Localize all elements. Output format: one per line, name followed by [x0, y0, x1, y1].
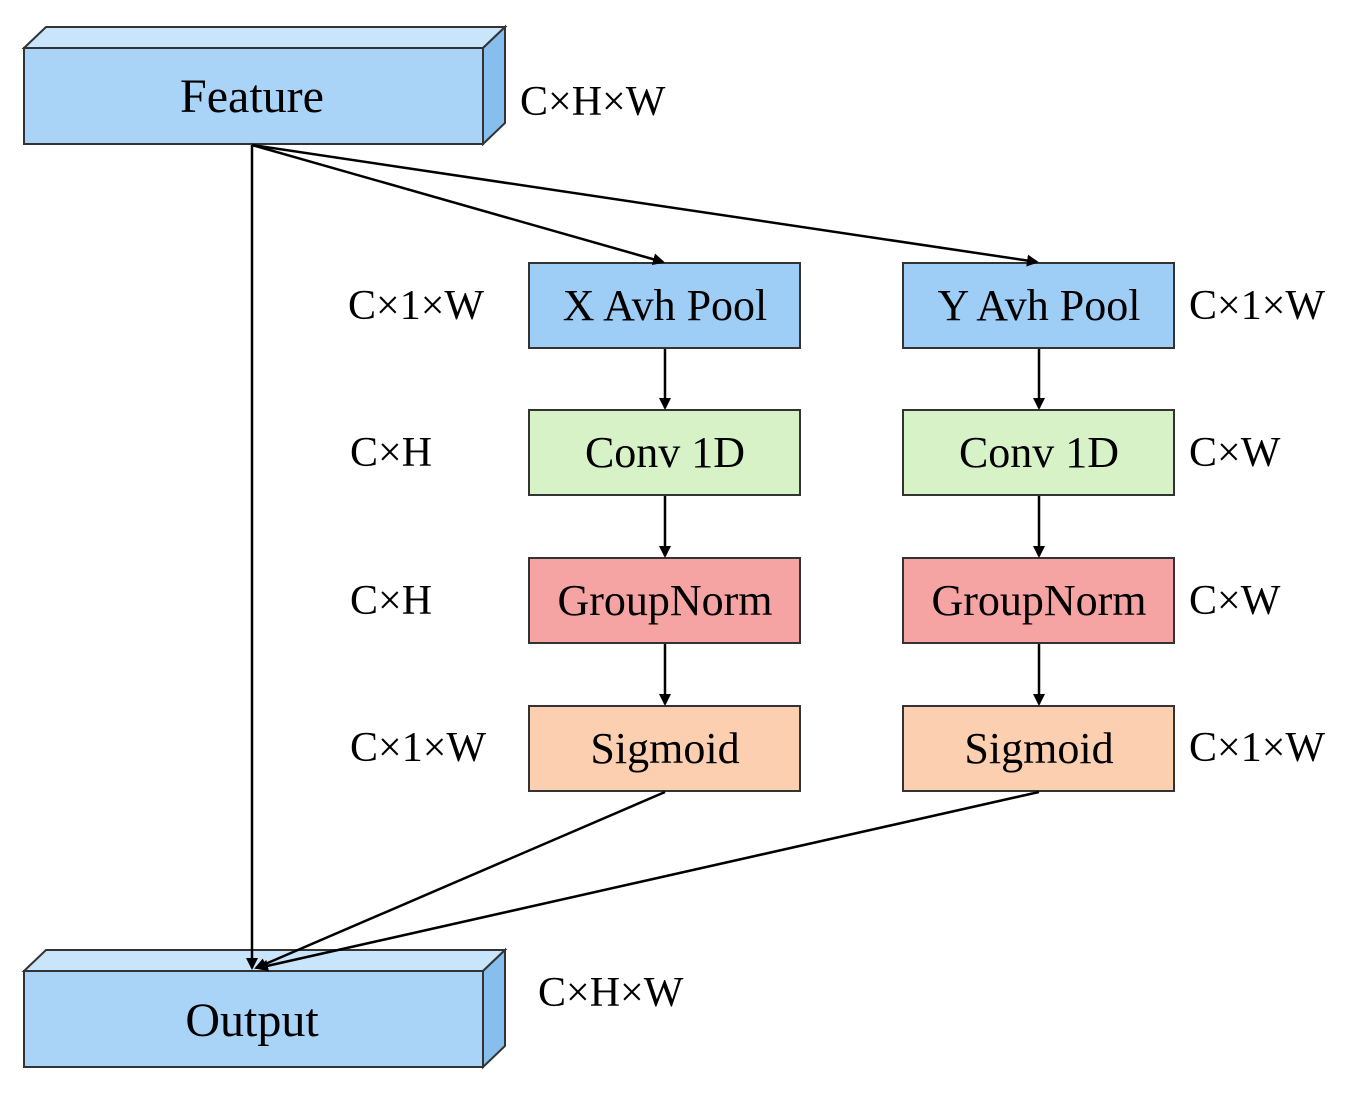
- x-pool-dims: C×1×W: [348, 283, 484, 329]
- y-sigmoid-dims: C×1×W: [1189, 725, 1325, 771]
- y-branch: Y Avh Pool Conv 1D GroupNorm Sigmoid C×1…: [902, 262, 1325, 792]
- y-pool-dims: C×1×W: [1189, 283, 1325, 329]
- arrow-feature-to-y-pool: [251, 143, 1039, 267]
- x-avg-pool-label: X Avh Pool: [563, 281, 768, 330]
- arrow-x-sigmoid-to-output: [254, 790, 666, 970]
- output-block-side: [482, 947, 506, 1070]
- feature-block: Feature: [21, 24, 508, 147]
- x-branch: X Avh Pool Conv 1D GroupNorm Sigmoid C×1…: [348, 262, 801, 792]
- output-block-face: [23, 970, 484, 1068]
- y-norm-dims: C×W: [1189, 578, 1281, 624]
- output-label: Output: [185, 994, 319, 1047]
- x-avg-pool-box: [528, 262, 801, 349]
- x-groupnorm-box: [528, 557, 801, 644]
- y-sigmoid-label: Sigmoid: [964, 724, 1113, 773]
- output-dims: C×H×W: [538, 970, 684, 1016]
- y-conv1d-box: [902, 409, 1175, 496]
- feature-block-top: [21, 26, 508, 49]
- x-conv1d-box: [528, 409, 801, 496]
- y-avg-pool-box: [902, 262, 1175, 349]
- edges: [246, 143, 1045, 972]
- output-block-top: [21, 949, 508, 972]
- y-groupnorm-label: GroupNorm: [931, 576, 1146, 625]
- x-groupnorm-label: GroupNorm: [557, 576, 772, 625]
- y-conv-dims: C×W: [1189, 430, 1281, 476]
- y-conv1d-label: Conv 1D: [959, 428, 1119, 477]
- feature-label: Feature: [180, 70, 324, 123]
- x-sigmoid-box: [528, 705, 801, 792]
- feature-dims: C×H×W: [520, 79, 666, 125]
- y-groupnorm-box: [902, 557, 1175, 644]
- y-avg-pool-label: Y Avh Pool: [938, 281, 1141, 330]
- feature-block-side: [482, 24, 506, 147]
- x-sigmoid-dims: C×1×W: [350, 725, 486, 771]
- arrow-y-sigmoid-to-output: [256, 790, 1040, 972]
- x-sigmoid-label: Sigmoid: [590, 724, 739, 773]
- feature-block-face: [23, 47, 484, 145]
- x-norm-dims: C×H: [350, 578, 432, 624]
- x-conv-dims: C×H: [350, 430, 432, 476]
- y-sigmoid-box: [902, 705, 1175, 792]
- x-conv1d-label: Conv 1D: [585, 428, 745, 477]
- arrow-feature-to-x-pool: [251, 143, 665, 266]
